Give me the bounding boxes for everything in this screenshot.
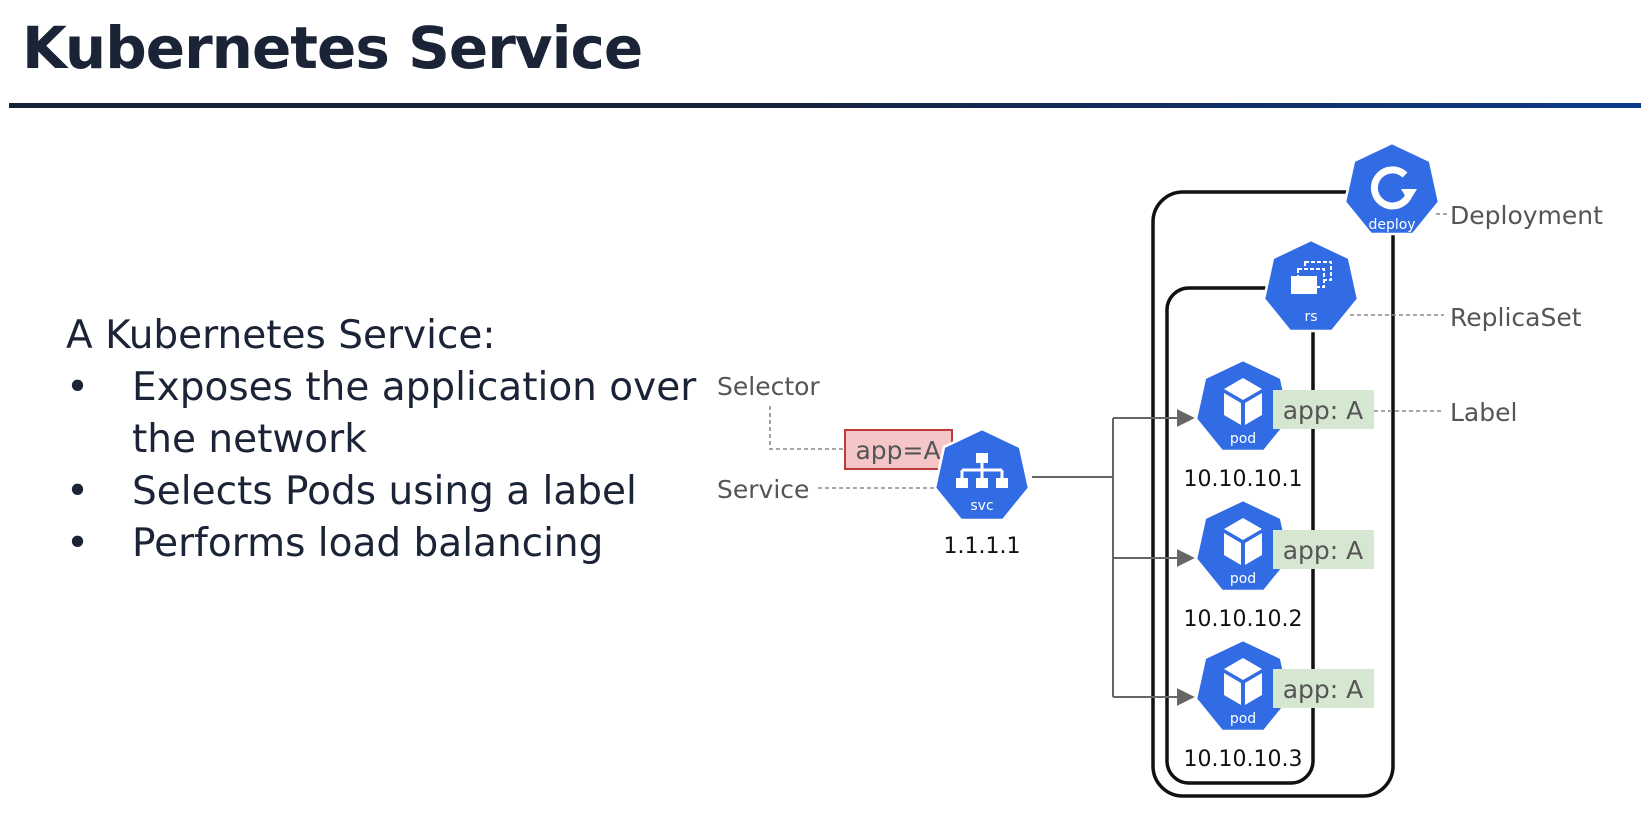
bullet-text: Performs load balancing xyxy=(132,521,604,566)
svc-icon: svc xyxy=(933,427,1031,522)
pod-icon-label: pod xyxy=(1230,431,1256,447)
title-underline xyxy=(9,103,1641,108)
pod-ip: 10.10.10.2 xyxy=(1184,607,1303,632)
selector-box xyxy=(844,429,953,470)
bullet-dot: • xyxy=(66,521,90,566)
deployment-boundary xyxy=(1151,190,1395,798)
bullet-text: Selects Pods using a label xyxy=(132,469,637,514)
selector-leader-line xyxy=(769,406,845,450)
bullet-dot: • xyxy=(66,365,90,410)
pod-icon: pod xyxy=(1194,358,1292,453)
deploy-icon-label: deploy xyxy=(1368,217,1415,233)
service-callout: Service xyxy=(717,475,809,504)
pod-ip: 10.10.10.3 xyxy=(1184,747,1303,772)
svc-icon-label: svc xyxy=(970,498,993,514)
rs-icon: rs xyxy=(1262,238,1360,333)
replicaset-callout: ReplicaSet xyxy=(1450,303,1582,332)
deploy-icon: deploy xyxy=(1343,141,1441,236)
label-callout: Label xyxy=(1450,398,1517,427)
rs-icon-label: rs xyxy=(1304,309,1317,325)
pod-label-box xyxy=(1273,669,1374,708)
pod-icon: pod xyxy=(1194,638,1292,733)
pod-icon: pod xyxy=(1194,498,1292,593)
pod-label-text: app: A xyxy=(1283,396,1364,425)
deployment-callout: Deployment xyxy=(1450,201,1603,230)
bullet-text: Exposes the application over the network xyxy=(132,365,697,462)
selector-value: app=A xyxy=(855,436,940,465)
bullet-list: • Exposes the application over the netwo… xyxy=(66,362,706,570)
intro-text: A Kubernetes Service: xyxy=(66,313,496,358)
bullet-item: • Selects Pods using a label xyxy=(66,466,706,518)
selector-callout: Selector xyxy=(717,372,820,401)
bullet-item: • Performs load balancing xyxy=(66,518,706,570)
pod-label-box xyxy=(1273,390,1374,429)
bullet-item: • Exposes the application over the netwo… xyxy=(66,362,706,466)
pod-label-text: app: A xyxy=(1283,536,1364,565)
pod-ip: 10.10.10.1 xyxy=(1184,467,1303,492)
slide-title: Kubernetes Service xyxy=(22,14,643,82)
pod-label-text: app: A xyxy=(1283,675,1364,704)
pod-icon-label: pod xyxy=(1230,571,1256,587)
service-ip: 1.1.1.1 xyxy=(944,534,1021,559)
bullet-dot: • xyxy=(66,469,90,514)
pod-label-box xyxy=(1273,530,1374,569)
pod-icon-label: pod xyxy=(1230,711,1256,727)
